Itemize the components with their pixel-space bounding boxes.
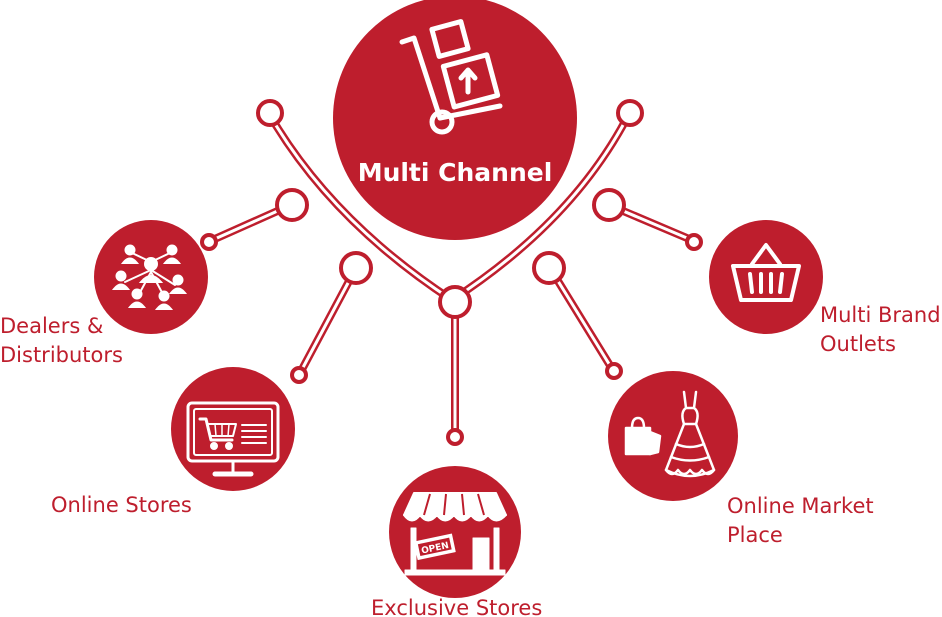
node-end-market <box>605 362 623 380</box>
hub-label: Multi Channel <box>357 158 553 187</box>
multi-brand-outlets-circle <box>709 220 823 334</box>
storefront-open-sign-icon: OPEN <box>403 492 507 576</box>
monitor-shopping-cart-icon <box>186 401 280 477</box>
people-network-icon <box>111 244 188 310</box>
online-stores-label: Online Stores <box>51 491 192 520</box>
node-end-multibrand <box>685 233 703 251</box>
multi-brand-outlets-label-line-1: Multi Brand <box>820 303 941 327</box>
dealers-label-line-2: Distributors <box>0 343 123 367</box>
exclusive-stores-label-line-1: Exclusive Stores <box>371 596 543 617</box>
node-junction-left-lower <box>339 251 373 285</box>
node-junction-right-lower <box>532 251 566 285</box>
online-market-place-label: Online Market Place <box>727 492 874 550</box>
node-end-dealers <box>200 233 218 251</box>
online-market-place-circle <box>608 371 738 501</box>
node-junction-left-upper <box>275 188 309 222</box>
node-end-online-stores <box>290 366 308 384</box>
dealers-label: Dealers & Distributors <box>0 312 123 370</box>
shopping-basket-icon <box>731 243 801 302</box>
multi-brand-outlets-label-line-2: Outlets <box>820 332 897 356</box>
dress-shopping-bag-icon <box>624 390 716 478</box>
online-market-place-label-line-1: Online Market <box>727 494 874 518</box>
exclusive-stores-circle <box>389 466 521 598</box>
exclusive-stores-label: Exclusive Stores <box>371 594 542 617</box>
hand-truck-boxes-icon <box>399 19 503 135</box>
connector-nodes <box>200 99 703 446</box>
multi-brand-outlets-label: Multi Brand Outlets <box>820 301 941 359</box>
dealers-label-line-1: Dealers & <box>0 314 104 338</box>
hub-circle <box>333 0 577 240</box>
online-stores-label-line-1: Online Stores <box>51 493 192 517</box>
node-top-left <box>256 99 284 127</box>
node-junction-right-upper <box>592 188 626 222</box>
online-market-place-label-line-2: Place <box>727 523 783 547</box>
node-junction-center <box>438 285 472 319</box>
node-top-right <box>616 99 644 127</box>
node-end-exclusive <box>446 428 464 446</box>
